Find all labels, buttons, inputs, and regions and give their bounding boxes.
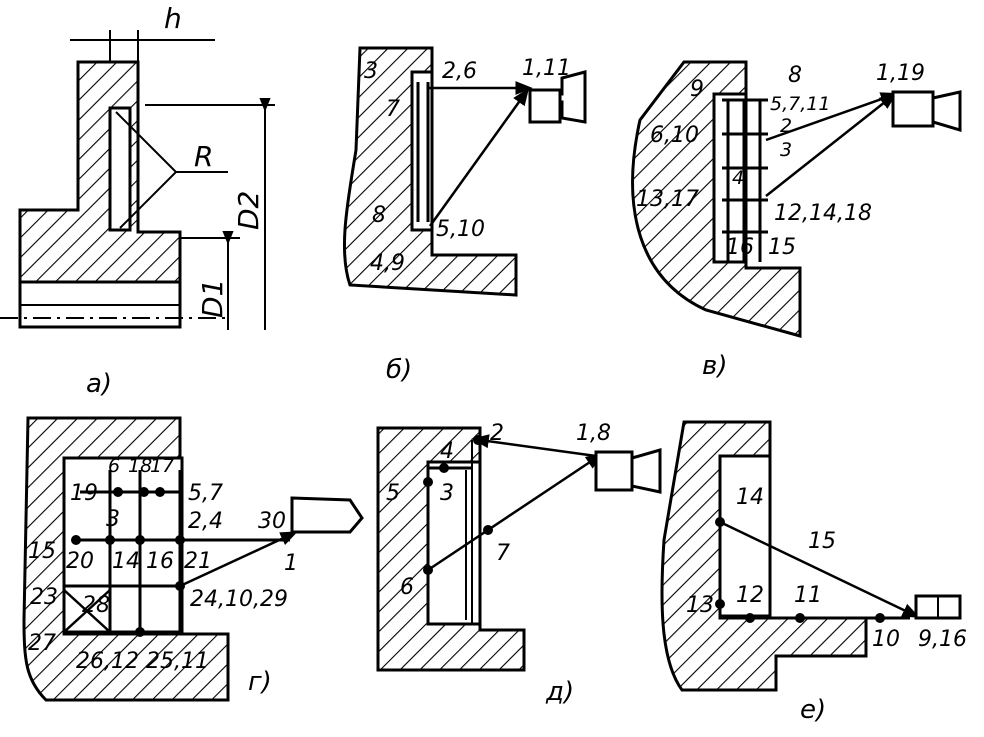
fig-v-label-3: 3 — [780, 139, 792, 161]
fig-g-label-26-12: 26,12 — [76, 649, 139, 674]
fig-a-label-h: h — [164, 2, 182, 35]
fig-g-label-17: 17 — [150, 455, 174, 477]
fig-d-tool-body — [594, 450, 634, 492]
fig-g-label-23: 23 — [30, 585, 58, 610]
fig-b-tool-body — [528, 88, 562, 124]
fig-d-label-2: 2 — [490, 421, 504, 446]
fig-d-label-1-8: 1,8 — [576, 421, 611, 446]
fig-v-path-2 — [765, 92, 897, 197]
fig-g-label-21: 21 — [184, 549, 212, 574]
figure-d: 4 2 1,8 5 3 7 6 д) — [376, 421, 662, 707]
fig-e-label-10: 10 — [872, 627, 900, 652]
fig-d-label-4: 4 — [440, 439, 454, 464]
fig-v-tool-body — [891, 90, 935, 128]
fig-v-label-1-19: 1,19 — [876, 61, 925, 86]
figure-g: 6 18 17 5,7 19 3 2,4 30 15 20 14 16 21 1… — [22, 416, 364, 702]
fig-b-label-5-10: 5,10 — [436, 217, 485, 242]
fig-v-label-16: 16 — [726, 235, 754, 260]
fig-v-grid — [722, 98, 768, 262]
fig-g-label-16: 16 — [146, 549, 174, 574]
fig-g-label-14: 14 — [112, 549, 140, 574]
fig-b-label-7: 7 — [386, 97, 400, 122]
fig-e-label-15: 15 — [808, 529, 836, 554]
figure-a: h R D2 D1 а) — [0, 2, 275, 399]
figure-b: 3 2,6 1,11 7 8 5,10 4,9 б) — [342, 46, 587, 385]
fig-v-label-15: 15 — [768, 235, 796, 260]
fig-g-tool — [290, 496, 364, 534]
caption-d: д) — [545, 677, 574, 707]
fig-b-label-3: 3 — [364, 59, 378, 84]
fig-b-label-4-9: 4,9 — [370, 251, 405, 276]
fig-g-label-3: 3 — [106, 507, 120, 532]
fig-g-label-30: 30 — [258, 509, 286, 534]
fig-g-label-20: 20 — [66, 549, 94, 574]
fig-g-label-28: 28 — [82, 593, 110, 618]
fig-g-path-out — [179, 531, 298, 588]
fig-a-label-d1: D1 — [196, 279, 229, 318]
fig-g-label-6: 6 — [108, 455, 120, 477]
fig-b-label-8: 8 — [372, 203, 386, 228]
fig-v-label-8: 8 — [788, 63, 802, 88]
fig-e-path-diag — [719, 520, 920, 618]
fig-v-label-2: 2 — [780, 115, 792, 137]
fig-g-label-15: 15 — [28, 539, 56, 564]
fig-a-label-r: R — [194, 140, 213, 173]
fig-v-path-1 — [765, 92, 899, 142]
fig-e-label-14: 14 — [736, 485, 764, 510]
fig-g-label-19: 19 — [70, 481, 98, 506]
fig-b-path-diag — [428, 87, 530, 227]
fig-d-label-6: 6 — [400, 575, 414, 600]
fig-e-label-13: 13 — [686, 593, 714, 618]
fig-g-path-diag-2 — [63, 589, 111, 633]
fig-g-label-1: 1 — [284, 551, 298, 576]
fig-g-label-25-11: 25,11 — [146, 649, 209, 674]
figure-v: 9 8 1,19 5,7,11 6,10 2 3 4 13,17 12,14,1… — [631, 60, 962, 381]
caption-v: в) — [702, 351, 727, 381]
fig-e-label-12: 12 — [736, 583, 764, 608]
fig-g-label-18: 18 — [128, 455, 152, 477]
caption-b: б) — [386, 355, 412, 385]
fig-v-label-6-10: 6,10 — [650, 123, 699, 148]
fig-v-label-4: 4 — [732, 167, 744, 189]
fig-a-groove — [108, 106, 132, 232]
fig-d-path-diag — [427, 453, 604, 572]
fig-g-label-5-7: 5,7 — [188, 481, 223, 506]
caption-e: е) — [800, 695, 826, 725]
fig-g-label-2-4: 2,4 — [188, 509, 223, 534]
fig-g-label-27: 27 — [28, 631, 56, 656]
fig-e-label-11: 11 — [794, 583, 822, 608]
fig-v-label-9: 9 — [690, 77, 704, 102]
fig-d-path-top — [471, 434, 597, 458]
fig-d-tool — [630, 448, 662, 494]
fig-b-label-2-6: 2,6 — [442, 59, 477, 84]
fig-d-label-7: 7 — [496, 541, 510, 566]
fig-g-label-24-10-29: 24,10,29 — [190, 587, 288, 612]
caption-a: а) — [86, 369, 112, 399]
fig-v-tool — [931, 90, 962, 133]
fig-d-label-3: 3 — [440, 481, 454, 506]
caption-g: г) — [248, 667, 272, 697]
figure-e: 14 15 13 12 11 10 9,16 е) — [660, 420, 967, 725]
fig-d-label-5: 5 — [386, 481, 400, 506]
fig-a-body — [18, 60, 182, 284]
fig-b-label-1-11: 1,11 — [522, 56, 571, 81]
fig-v-cavity — [712, 92, 748, 264]
fig-v-label-13-17: 13,17 — [636, 187, 699, 212]
fig-v-label-5-7-11: 5,7,11 — [770, 93, 830, 115]
fig-a-label-d2: D2 — [232, 191, 265, 230]
fig-e-label-9-16: 9,16 — [918, 627, 967, 652]
fig-v-label-12-14-18: 12,14,18 — [774, 201, 872, 226]
